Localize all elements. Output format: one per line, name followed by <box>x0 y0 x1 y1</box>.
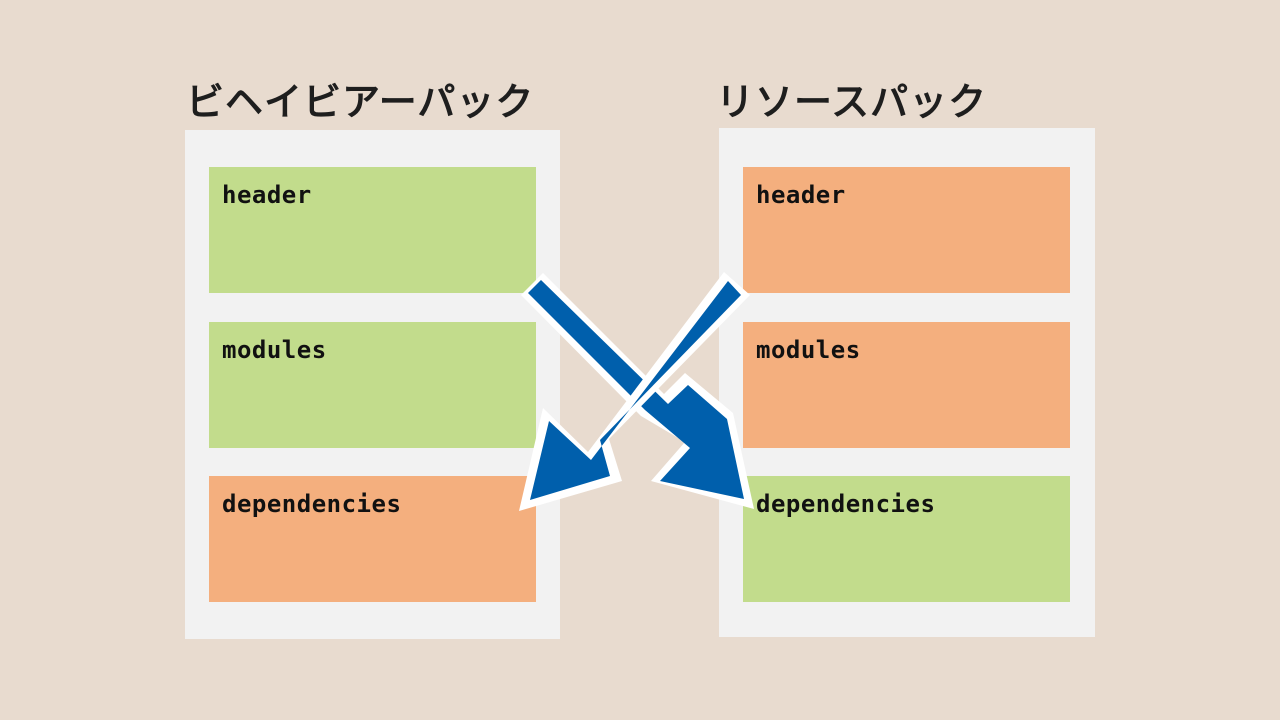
behavior-pack-dependencies-section: dependencies <box>209 476 536 602</box>
resource-pack-panel: header modules dependencies <box>719 128 1095 637</box>
section-label: modules <box>756 336 861 364</box>
behavior-pack-header-section: header <box>209 167 536 293</box>
resource-pack-modules-section: modules <box>743 322 1070 448</box>
behavior-pack-modules-section: modules <box>209 322 536 448</box>
behavior-pack-panel: header modules dependencies <box>185 130 560 639</box>
behavior-pack-title: ビヘイビアーパック <box>186 80 535 124</box>
arrow-body <box>530 281 741 500</box>
section-label: modules <box>222 336 327 364</box>
section-label: header <box>222 181 312 209</box>
arrow-body <box>528 280 744 499</box>
resource-pack-header-section: header <box>743 167 1070 293</box>
section-label: header <box>756 181 846 209</box>
section-label: dependencies <box>222 490 402 518</box>
resource-pack-dependencies-section: dependencies <box>743 476 1070 602</box>
section-label: dependencies <box>756 490 936 518</box>
resource-pack-title: リソースパック <box>716 80 988 124</box>
